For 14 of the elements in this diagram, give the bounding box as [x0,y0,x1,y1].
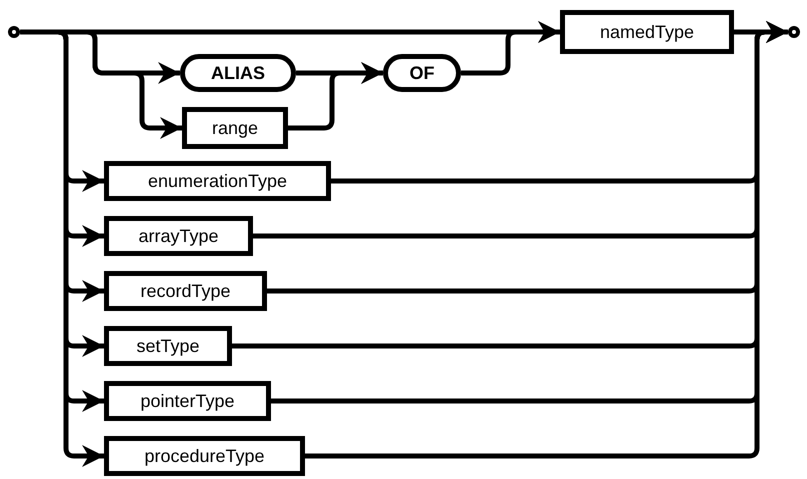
terminal-circle [788,26,800,38]
rule-name: ALIAS [211,62,265,84]
rule-name: range [212,118,258,138]
rule-name: namedType [600,22,694,42]
rule-name: setType [136,336,200,356]
terminal-circle [8,26,20,38]
rule-name: enumerationType [148,170,288,192]
keyword-pill [383,54,461,92]
rule-name: pointerType [140,390,235,412]
rule-name: OF [410,62,434,84]
rule-name: arrayType [138,226,219,246]
rule-name: procedureType [144,446,265,466]
keyword-pill [180,54,296,92]
rule-name: recordType [140,280,231,302]
